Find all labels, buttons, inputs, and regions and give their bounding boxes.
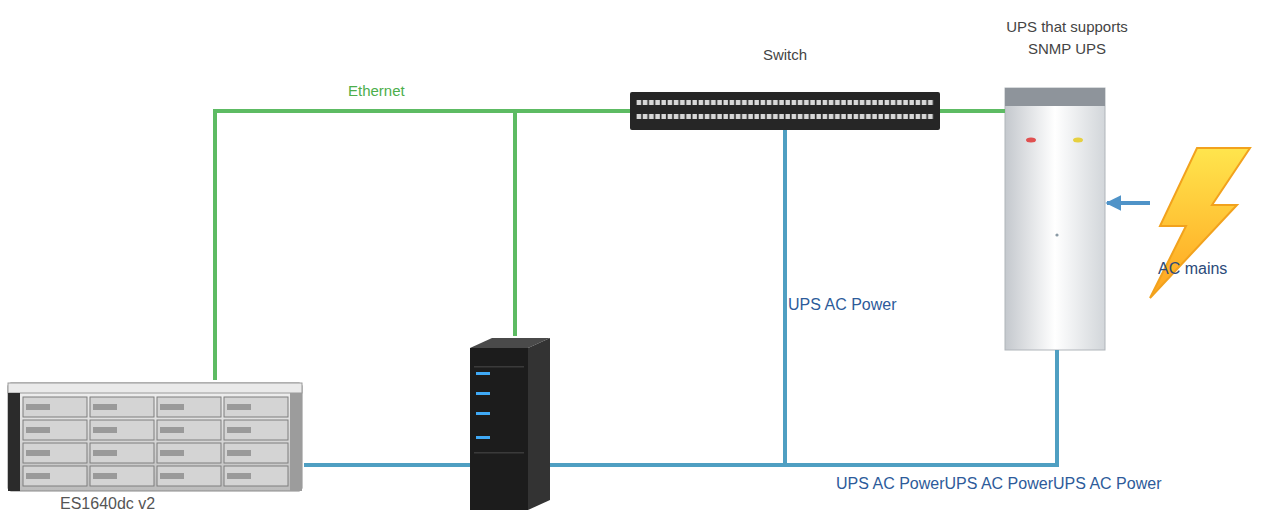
ups-unit: UPS that supports SNMP UPS	[1005, 88, 1105, 350]
power-cable	[304, 350, 1057, 465]
device-label: Switch	[630, 45, 940, 65]
connector-label: UPS AC Power	[788, 296, 896, 314]
ethernet-wire	[513, 111, 517, 336]
network-switch: Switch	[630, 92, 940, 130]
server-illustration	[470, 338, 550, 510]
power-cable	[785, 130, 1057, 465]
storage-device: ES1640dc v2	[8, 380, 304, 492]
storage-illustration	[8, 383, 302, 491]
lightning-illustration	[1150, 148, 1250, 298]
device-label: ES1640dc v2	[60, 494, 155, 514]
device-label: UPS that supports SNMP UPS	[997, 16, 1137, 60]
connector-label: Ethernet	[348, 82, 405, 99]
connector-label: UPS AC PowerUPS AC PowerUPS AC Power	[836, 475, 1161, 493]
ethernet-cable	[940, 109, 1005, 113]
network-switch-illustration	[630, 92, 940, 130]
ethernet-cable	[215, 111, 630, 380]
power-arrow	[1107, 201, 1150, 205]
ac-mains-source: AC mains	[1150, 145, 1255, 300]
ups-illustration	[1005, 88, 1105, 350]
device-label: AC mains	[1158, 259, 1227, 279]
